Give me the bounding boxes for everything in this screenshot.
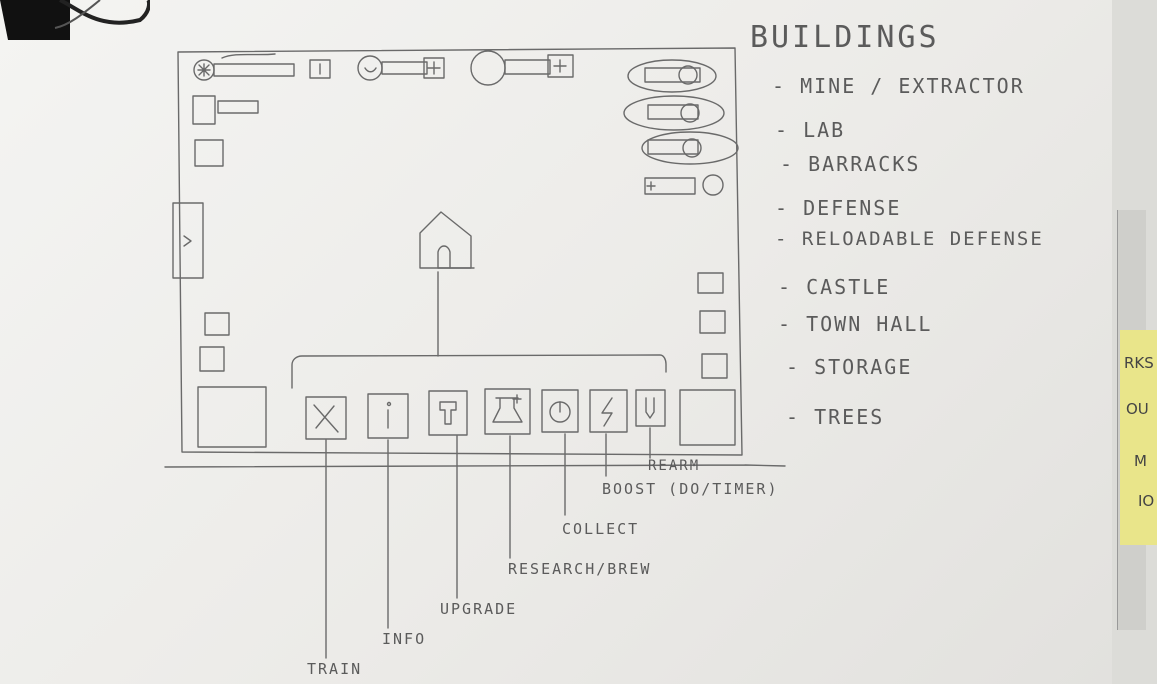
house-icon [419,211,475,269]
collect-label: COLLECT [562,520,640,538]
upgrade-label: UPGRADE [440,600,518,618]
collect-button-sketch [541,389,579,433]
boost-label: BOOST (DO/TIMER) [602,480,779,498]
binder-clip-icon [0,0,150,40]
upgrade-button-sketch [428,390,468,436]
train-button-sketch [305,396,347,440]
building-item-trees: - TREES [786,405,885,429]
building-item-castle: - CASTLE [778,275,891,299]
sticky-note [1120,330,1157,545]
screen-frame [164,47,786,468]
building-item-town-hall: - TOWN HALL [778,312,933,336]
building-item-reloadable-defense: - RELOADABLE DEFENSE [775,228,1044,250]
rearm-label: REARM [648,458,701,474]
research-brew-label: RESEARCH/BREW [508,560,652,578]
right-panel-icons [679,272,736,446]
sticky-text-4: IO [1138,492,1155,510]
info-button-sketch [367,393,409,439]
resource-bar-1 [193,53,331,81]
sketch-paper [0,0,1112,684]
left-panel-icons [172,95,267,448]
boost-button-sketch [589,389,628,433]
building-item-barracks: - BARRACKS [780,152,921,176]
building-item-storage: - STORAGE [786,355,913,379]
building-item-mine: - MINE / EXTRACTOR [772,74,1025,98]
research-button-sketch [484,388,531,435]
buildings-heading: BUILDINGS [750,20,940,55]
info-label: INFO [382,630,427,648]
sticky-text-2: OU [1126,400,1149,418]
resource-bar-2 [357,55,445,81]
right-panel-bars [623,59,739,196]
sticky-text-1: RKS [1124,354,1154,372]
building-item-defense: - DEFENSE [775,196,902,220]
rearm-button-sketch [635,389,666,427]
train-label: TRAIN [307,660,363,678]
leader-lines [325,427,651,659]
resource-bar-3 [470,50,574,86]
action-bracket [291,271,667,389]
building-item-lab: - LAB [775,118,846,142]
sticky-text-3: M [1134,452,1147,470]
